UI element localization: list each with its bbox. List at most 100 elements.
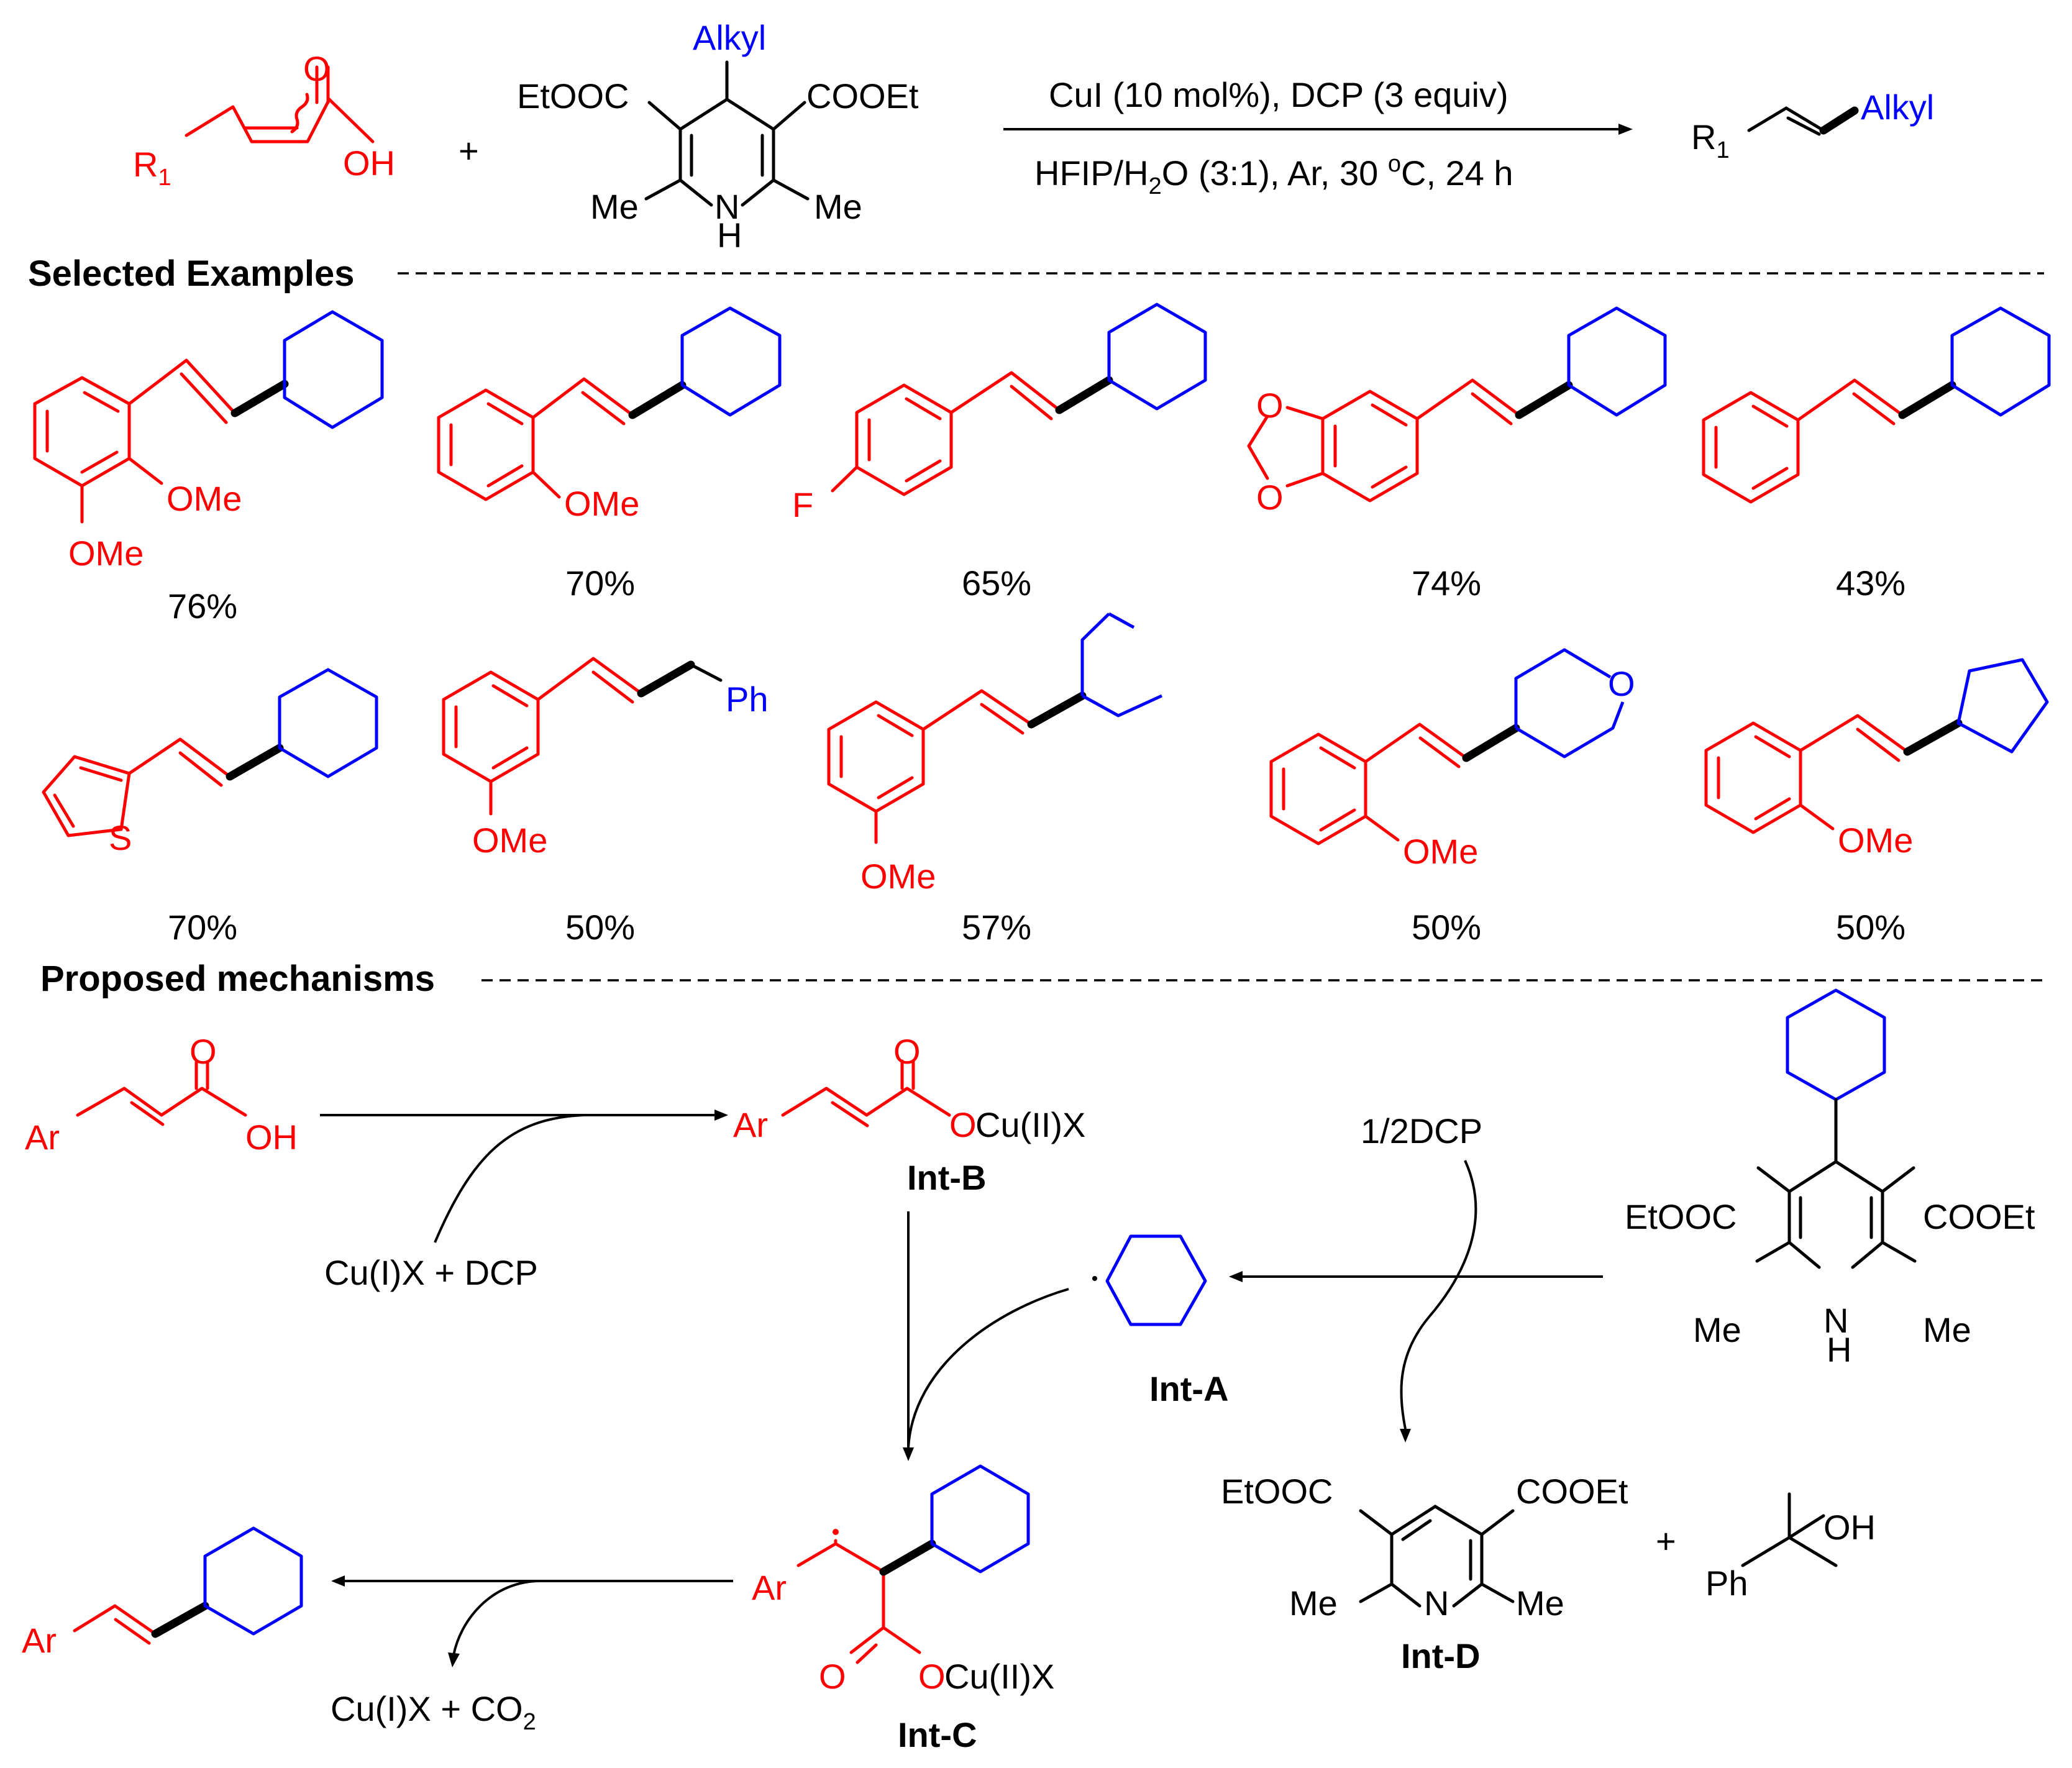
mech-cumyl-alcohol: OH Ph <box>1705 1492 1876 1603</box>
example-8-ome: OMe <box>860 857 936 896</box>
hantzsch-ester-reagent: Alkyl EtOOC COOEt Me Me N H <box>517 18 919 255</box>
mech-int-a-label: Int-A <box>1149 1369 1229 1408</box>
section-title-examples: Selected Examples <box>28 253 355 294</box>
mech-dhp-right-ester: COOEt <box>1923 1197 2035 1236</box>
mech-dhp-n: N <box>1823 1301 1848 1340</box>
example-7-phenyl: Ph <box>726 680 769 719</box>
product-alkyl-label: Alkyl <box>1861 88 1934 127</box>
dhp-nitrogen-label: N <box>714 187 739 226</box>
example-6: S 70% <box>42 668 378 947</box>
mech-int-c-ocu-o: O <box>918 1657 946 1696</box>
mech-int-c-o: O <box>819 1657 846 1696</box>
example-8: OMe 57% <box>827 612 1163 947</box>
mech-cu-co2: Cu(I)X + CO2 <box>331 1689 536 1735</box>
mech-cinnamic-acid: Ar O OH <box>25 1032 298 1157</box>
dhp-alkyl-label: Alkyl <box>693 18 766 57</box>
mechanism: Ar O OH Cu(I)X + DCP Ar O O Cu(II)X Int-… <box>22 988 2035 1754</box>
conditions-top: CuI (10 mol%), DCP (3 equiv) <box>1049 75 1508 114</box>
example-9-ome: OMe <box>1403 832 1478 871</box>
example-8-yield: 57% <box>962 908 1031 947</box>
dhp-right-methyl-label: Me <box>814 187 862 226</box>
mech-curved-arrow-1 <box>434 1114 585 1243</box>
dhp-left-methyl-label: Me <box>590 187 639 226</box>
mech-int-d-n: N <box>1424 1583 1449 1623</box>
example-4-yield: 74% <box>1412 563 1481 603</box>
dhp-nh-hydrogen-label: H <box>717 216 742 255</box>
mech-acid-oh: OH <box>245 1118 298 1157</box>
example-9: OMe O 50% <box>1269 648 1635 947</box>
mech-dhp-me-right: Me <box>1923 1310 1971 1349</box>
example-4-oxygen-b: O <box>1256 478 1284 517</box>
mech-int-c: Ar O O Cu(II)X Int-C <box>752 1464 1054 1754</box>
example-1-ome-b: OMe <box>68 534 144 573</box>
example-1: OMe OMe 76% <box>33 310 384 626</box>
mech-int-b: Ar O O Cu(II)X Int-B <box>733 1032 1085 1197</box>
dhp-right-ester-label: COOEt <box>806 76 919 116</box>
mech-dhp-h: H <box>1827 1330 1851 1369</box>
mech-plus: + <box>1656 1521 1676 1561</box>
mech-ar-4: Ar <box>22 1621 57 1660</box>
mech-cumyl-oh: OH <box>1823 1508 1876 1547</box>
example-1-ome-a: OMe <box>167 479 242 518</box>
example-1-yield: 76% <box>168 586 237 626</box>
mech-int-b-cu: Cu(II)X <box>975 1105 1085 1144</box>
dhp-left-ester-label: EtOOC <box>517 76 629 116</box>
mech-hantzsch-ester: EtOOC COOEt Me Me N H <box>1625 988 2035 1369</box>
mech-curved-arrow-radical <box>907 1288 1069 1448</box>
example-3-yield: 65% <box>962 563 1031 603</box>
mech-ar-3: Ar <box>752 1568 787 1607</box>
conditions-bottom: HFIP/H2O (3:1), Ar, 30 oC, 24 h <box>1034 151 1513 199</box>
mech-int-d-label: Int-D <box>1401 1636 1481 1675</box>
mech-curved-arrow-dcp <box>1400 1160 1477 1429</box>
mech-cu-dcp: Cu(I)X + DCP <box>324 1253 538 1292</box>
mech-int-b-ocu-o: O <box>949 1105 977 1144</box>
mech-int-b-label: Int-B <box>907 1158 987 1197</box>
example-4-oxygen-a: O <box>1256 386 1284 425</box>
substrate-acrylic-acid: R1 O OH <box>133 49 395 191</box>
example-9-yield: 50% <box>1412 908 1481 947</box>
mech-int-d: EtOOC COOEt Me Me N Int-D <box>1221 1472 1628 1675</box>
mech-int-c-cu: Cu(II)X <box>944 1657 1054 1696</box>
mech-ar-1: Ar <box>25 1118 60 1157</box>
mech-int-d-right-ester: COOEt <box>1516 1472 1628 1511</box>
example-6-sulfur: S <box>109 818 132 857</box>
example-2: OMe 70% <box>437 306 782 603</box>
example-2-ome: OMe <box>564 484 639 523</box>
example-6-yield: 70% <box>168 908 237 947</box>
main-arrow-head <box>1618 124 1633 135</box>
mech-int-d-me-right: Me <box>1516 1583 1564 1623</box>
mech-int-d-me-left: Me <box>1289 1583 1338 1623</box>
product-r1-label: R1 <box>1691 117 1730 163</box>
main-reaction: R1 O OH + Alkyl EtOOC COOEt Me Me N H <box>133 18 1934 255</box>
substrate-r1-label: R1 <box>133 145 171 191</box>
example-5-yield: 43% <box>1836 563 1905 603</box>
example-10: OMe 50% <box>1704 658 2049 947</box>
mech-int-d-left-ester: EtOOC <box>1221 1472 1333 1511</box>
mech-dhp-left-ester: EtOOC <box>1625 1197 1737 1236</box>
mech-cumyl-ph: Ph <box>1705 1564 1748 1603</box>
example-5: 43% <box>1702 306 2051 603</box>
substrate-carbonyl-o-label: O <box>303 49 331 88</box>
mech-int-b-o: O <box>893 1032 921 1071</box>
section-title-mechanism: Proposed mechanisms <box>40 959 435 999</box>
example-3: F 65% <box>792 303 1207 603</box>
mech-acid-o: O <box>189 1032 217 1071</box>
substrate-oh-label: OH <box>343 144 395 183</box>
example-7-yield: 50% <box>565 908 635 947</box>
mech-ar-2: Ar <box>733 1105 768 1144</box>
example-4: O O 74% <box>1247 306 1667 603</box>
example-2-yield: 70% <box>565 563 635 603</box>
example-10-ome: OMe <box>1838 821 1913 860</box>
product-alkene: R1 Alkyl <box>1691 88 1934 163</box>
mech-dhp-me-left: Me <box>1693 1310 1741 1349</box>
example-3-fluoro: F <box>792 485 813 524</box>
mech-int-c-label: Int-C <box>898 1715 977 1754</box>
mech-final-product: Ar <box>22 1526 303 1660</box>
example-9-oxygen: O <box>1608 664 1635 703</box>
mech-int-a: Int-A <box>1092 1234 1229 1408</box>
example-7-ome: OMe <box>472 821 547 860</box>
reaction-plus-sign: + <box>459 131 479 170</box>
example-10-yield: 50% <box>1836 908 1905 947</box>
example-7: OMe Ph 50% <box>442 657 769 947</box>
